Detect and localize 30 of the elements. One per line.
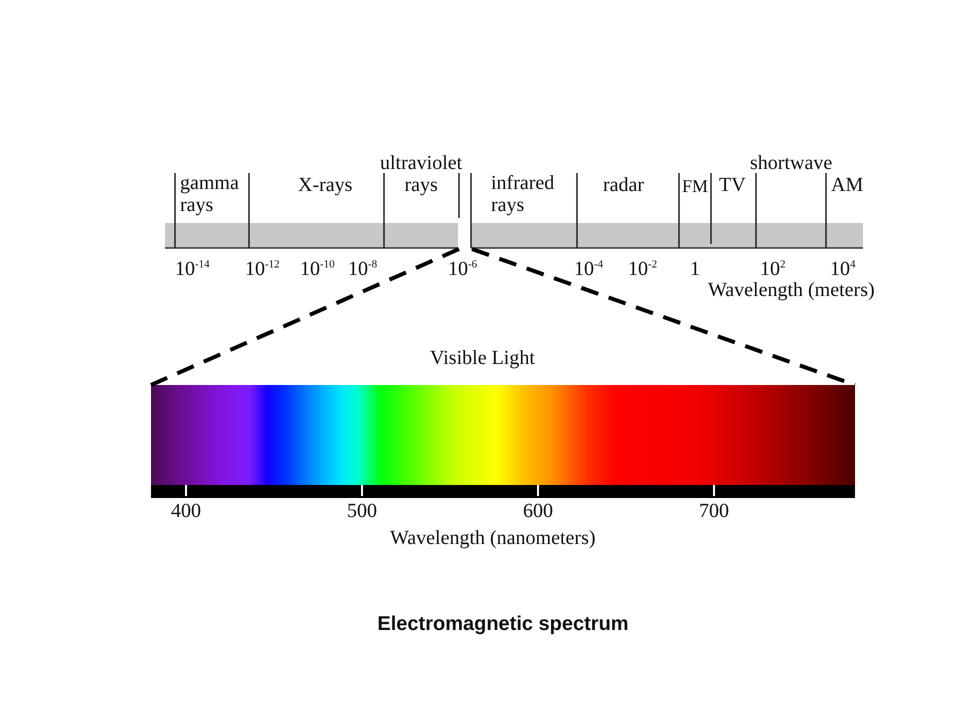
tick-label: 10$^{-4}$ bbox=[574, 258, 604, 280]
band-label: gamma rays bbox=[180, 172, 239, 216]
dashed-line bbox=[150, 247, 460, 387]
band-label: TV bbox=[719, 174, 746, 196]
tick-label: 400 bbox=[171, 500, 201, 522]
heading: Visible Light bbox=[430, 347, 535, 369]
tick-label: 10$^{-6}$ bbox=[448, 258, 478, 280]
tick-label: 500 bbox=[347, 500, 377, 522]
tick-label: 10$^{4}$ bbox=[830, 258, 856, 280]
band-label: shortwave bbox=[750, 152, 832, 174]
axis-title: Wavelength (nanometers) bbox=[390, 527, 596, 549]
tick-label: 10$^{-8}$ bbox=[348, 258, 378, 280]
tick-label: 10$^{-12}$ bbox=[245, 258, 280, 280]
axis-title: Wavelength (meters) bbox=[708, 279, 875, 301]
spectrum-band bbox=[165, 172, 863, 249]
tick-label: 10$^{-2}$ bbox=[628, 258, 658, 280]
band-label: radar bbox=[603, 174, 644, 196]
tick-label: 10$^{-10}$ bbox=[300, 258, 335, 280]
tick-label: 600 bbox=[523, 500, 553, 522]
tick-label: 700 bbox=[699, 500, 729, 522]
tick-label: 10$^{-14}$ bbox=[175, 258, 210, 280]
band-label: AM bbox=[831, 174, 864, 196]
caption: Electromagnetic spectrum bbox=[377, 612, 629, 636]
band-label: FM bbox=[682, 175, 708, 197]
dashed-line bbox=[471, 247, 856, 387]
tick-label: 10$^{2}$ bbox=[760, 258, 786, 280]
tick-label: 1 bbox=[690, 258, 700, 280]
band-label: ultraviolet rays bbox=[380, 152, 462, 196]
band-label: X-rays bbox=[298, 174, 352, 196]
band-label: infrared rays bbox=[491, 172, 554, 216]
